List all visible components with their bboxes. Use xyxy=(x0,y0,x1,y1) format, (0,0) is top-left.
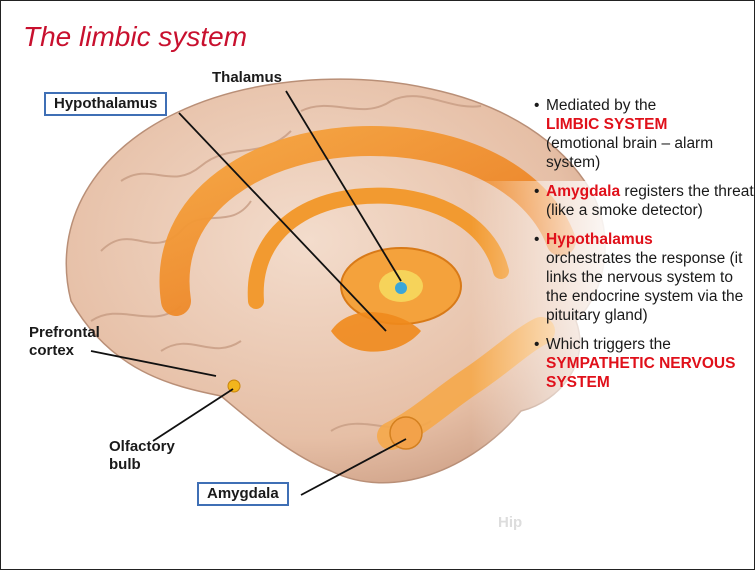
bullet-text: Which triggers the xyxy=(546,336,671,353)
label-thalamus: Thalamus xyxy=(212,69,282,87)
label-hippocampus-partial: Hip xyxy=(498,514,522,532)
label-prefrontal-line1: Prefrontal xyxy=(29,324,100,342)
bullet-text: Mediated by the xyxy=(546,97,656,114)
label-amygdala: Amygdala xyxy=(197,482,289,506)
bullet-highlight: Hypothalamus xyxy=(546,231,653,248)
label-olfactory-line1: Olfactory xyxy=(109,438,175,456)
label-olfactory-bulb: Olfactory bulb xyxy=(109,438,175,474)
bullet-item: • Amygdala registers the threat (like a … xyxy=(534,182,755,220)
label-prefrontal-line2: cortex xyxy=(29,342,100,360)
bullet-highlight: Amygdala xyxy=(546,183,620,200)
label-olfactory-line2: bulb xyxy=(109,456,175,474)
label-hypothalamus: Hypothalamus xyxy=(44,92,167,116)
label-prefrontal: Prefrontal cortex xyxy=(29,324,100,360)
bullet-highlight: SYMPATHETIC NERVOUS SYSTEM xyxy=(546,355,735,391)
bullet-text: (emotional brain – alarm system) xyxy=(546,135,713,171)
bullet-highlight: LIMBIC SYSTEM xyxy=(546,116,667,133)
bullet-text: orchestrates the response (it links the … xyxy=(546,250,743,324)
